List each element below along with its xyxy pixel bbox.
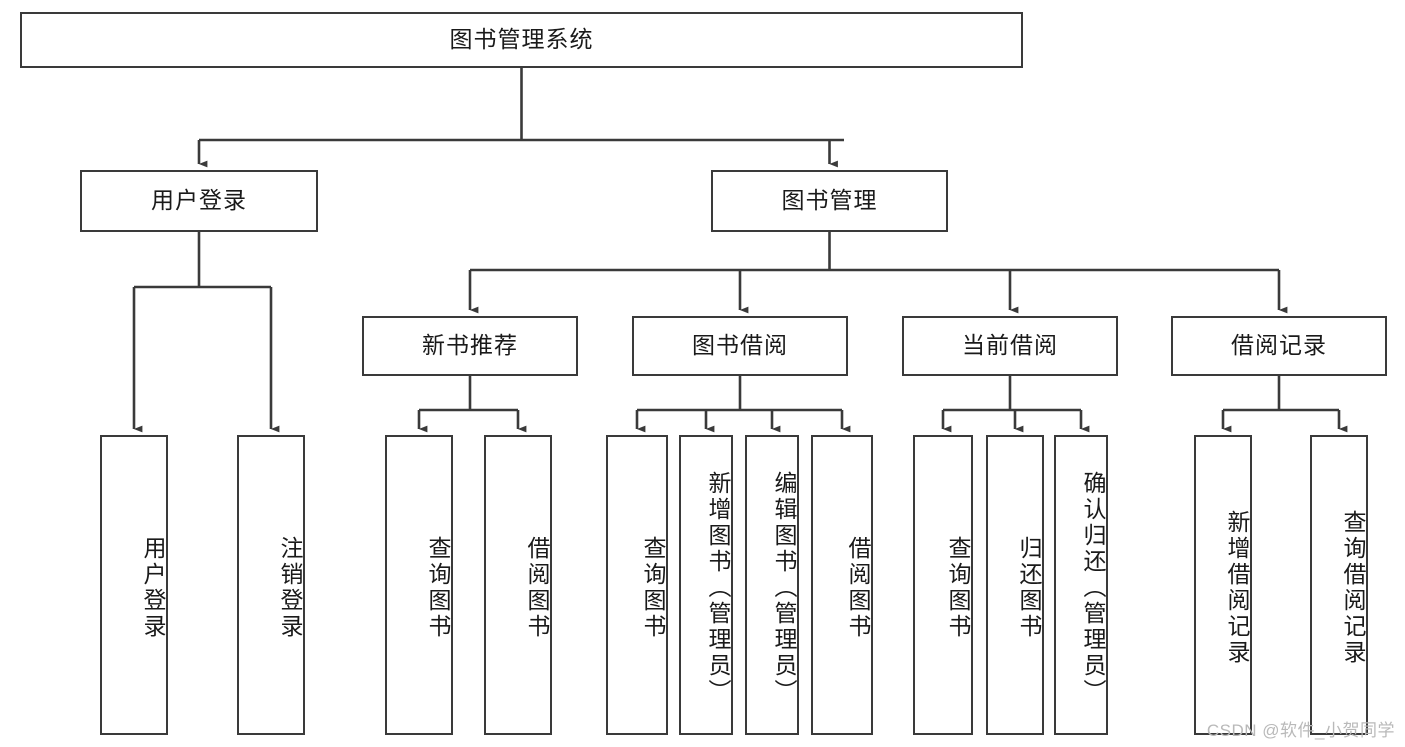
node-leaf-add-borrow-record[interactable]: 新增借阅记录 (1194, 435, 1252, 735)
node-leaf-borrow-book-1-label: 借阅图书 (524, 536, 550, 640)
node-leaf-query-book-1[interactable]: 查询图书 (385, 435, 453, 735)
node-root-label: 图书管理系统 (449, 26, 594, 53)
node-leaf-add-borrow-record-label: 新增借阅记录 (1224, 510, 1250, 666)
node-new-book-recommend[interactable]: 新书推荐 (362, 316, 578, 376)
node-book-manage[interactable]: 图书管理 (711, 170, 948, 232)
node-leaf-edit-book-admin[interactable]: 编辑图书（管理员） (745, 435, 799, 735)
node-leaf-query-book-1-label: 查询图书 (425, 536, 451, 640)
node-root[interactable]: 图书管理系统 (20, 12, 1023, 68)
node-leaf-query-book-3-label: 查询图书 (945, 536, 971, 640)
node-current-borrow-label: 当前借阅 (962, 332, 1058, 359)
node-borrow-record[interactable]: 借阅记录 (1171, 316, 1387, 376)
node-leaf-logout-label: 注销登录 (277, 536, 303, 640)
node-leaf-confirm-return-admin[interactable]: 确认归还（管理员） (1054, 435, 1108, 735)
node-book-borrow-label: 图书借阅 (692, 332, 788, 359)
node-leaf-logout[interactable]: 注销登录 (237, 435, 305, 735)
node-book-borrow[interactable]: 图书借阅 (632, 316, 848, 376)
node-leaf-query-book-3[interactable]: 查询图书 (913, 435, 973, 735)
node-leaf-user-login[interactable]: 用户登录 (100, 435, 168, 735)
node-leaf-query-book-2-label: 查询图书 (640, 536, 666, 640)
node-user-login-label: 用户登录 (151, 187, 247, 214)
node-user-login[interactable]: 用户登录 (80, 170, 318, 232)
node-leaf-query-borrow-record-label: 查询借阅记录 (1340, 510, 1366, 666)
node-leaf-borrow-book-2[interactable]: 借阅图书 (811, 435, 873, 735)
node-leaf-query-book-2[interactable]: 查询图书 (606, 435, 668, 735)
node-leaf-return-book-label: 归还图书 (1016, 536, 1042, 640)
node-current-borrow[interactable]: 当前借阅 (902, 316, 1118, 376)
node-leaf-add-book-admin[interactable]: 新增图书（管理员） (679, 435, 733, 735)
node-book-manage-label: 图书管理 (781, 187, 878, 214)
node-new-book-recommend-label: 新书推荐 (422, 332, 518, 359)
node-leaf-user-login-label: 用户登录 (140, 536, 166, 640)
node-leaf-add-book-admin-label: 新增图书（管理员） (705, 471, 731, 705)
node-leaf-return-book[interactable]: 归还图书 (986, 435, 1044, 735)
node-leaf-query-borrow-record[interactable]: 查询借阅记录 (1310, 435, 1368, 735)
node-leaf-edit-book-admin-label: 编辑图书（管理员） (771, 471, 797, 705)
node-leaf-borrow-book-1[interactable]: 借阅图书 (484, 435, 552, 735)
node-borrow-record-label: 借阅记录 (1231, 332, 1327, 359)
node-leaf-confirm-return-admin-label: 确认归还（管理员） (1080, 471, 1106, 705)
node-leaf-borrow-book-2-label: 借阅图书 (845, 536, 871, 640)
